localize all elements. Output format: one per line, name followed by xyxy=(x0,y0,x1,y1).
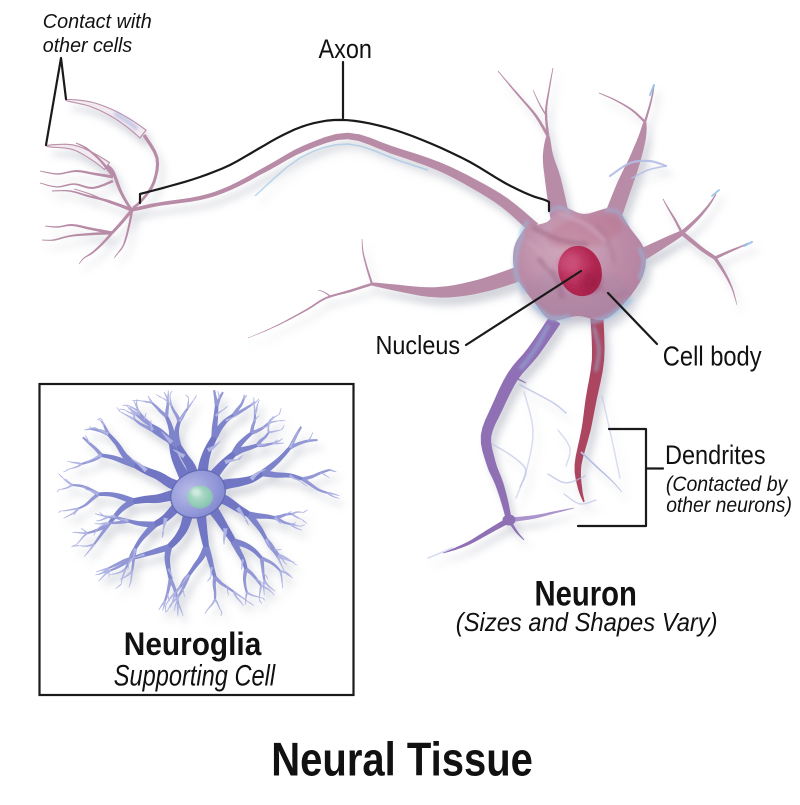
label-neuron-sub: (Sizes and Shapes Vary) xyxy=(456,607,718,637)
neuroglia-illustration xyxy=(56,390,340,617)
neuroglia-box xyxy=(38,382,355,697)
cell-body-pointer-line xyxy=(606,291,659,346)
axon-fiber xyxy=(130,132,538,233)
neuroglia-nucleus xyxy=(187,485,213,509)
labels: Contact with other cells Axon Nucleus Ce… xyxy=(43,10,792,787)
axon-terminal-leaf xyxy=(65,98,147,139)
contact-pointer-line xyxy=(44,56,68,147)
label-dendrites: Dendrites xyxy=(665,440,766,470)
nucleus-pointer-line xyxy=(464,269,583,347)
label-dendrites-sub2: other neurons) xyxy=(666,493,792,517)
label-contact-line1: Contact with xyxy=(43,10,152,33)
label-neuroglia: Neuroglia xyxy=(124,626,262,662)
label-axon: Axon xyxy=(319,34,372,64)
label-neuroglia-sub: Supporting Cell xyxy=(114,660,276,693)
axon-terminal-leaf xyxy=(46,143,111,171)
annotation-lines xyxy=(44,56,665,528)
label-contact-line2: other cells xyxy=(43,34,132,57)
label-cell-body: Cell body xyxy=(663,341,762,372)
dendrites-bracket xyxy=(576,427,665,528)
neuron-illustration xyxy=(39,67,753,559)
label-neuron: Neuron xyxy=(535,575,637,614)
label-main-title: Neural Tissue xyxy=(271,734,533,787)
label-nucleus: Nucleus xyxy=(376,330,461,360)
label-dendrites-sub1: (Contacted by xyxy=(666,472,789,496)
axon-bracket xyxy=(138,118,551,213)
